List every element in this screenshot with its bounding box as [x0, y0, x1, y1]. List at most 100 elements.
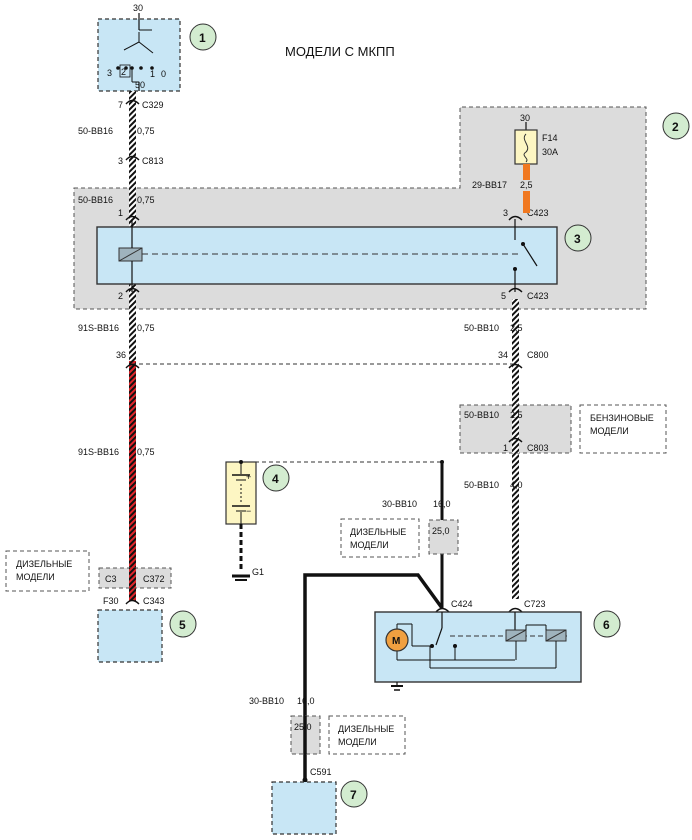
- callout-4: 4: [262, 464, 290, 492]
- ground-g1-icon: [232, 574, 250, 581]
- wire9-size: 16,0: [433, 499, 451, 509]
- g1-label: G1: [252, 567, 264, 577]
- diesel-note1-line2: МОДЕЛИ: [350, 540, 389, 550]
- f30-label: F30: [103, 596, 119, 606]
- diesel-size-box-1: [428, 519, 459, 555]
- relay-pin2: 2: [118, 291, 123, 301]
- c423-bottom-label: C423: [527, 291, 549, 301]
- relay-pin3: 3: [503, 208, 508, 218]
- relay-pin5: 5: [501, 291, 506, 301]
- relay-pin5-arc: [508, 287, 523, 293]
- diesel-note1-line1: ДИЗЕЛЬНЫЕ: [350, 527, 406, 537]
- wire1-size: 0,75: [137, 126, 155, 136]
- fuse-f14[interactable]: [514, 122, 538, 180]
- c813-pin: 3: [118, 156, 123, 166]
- diesel-note-box-1: [340, 518, 420, 558]
- wire6-code: 50-BB10: [464, 323, 499, 333]
- c372-label: C372: [143, 574, 165, 584]
- diesel-note2-line1: ДИЗЕЛЬНЫЕ: [338, 724, 394, 734]
- ignition-terminal-30: 30: [133, 3, 143, 13]
- c329-pin: 7: [118, 100, 123, 110]
- c424-label: C424: [451, 599, 473, 609]
- starter-motor[interactable]: [374, 611, 582, 691]
- wire2-code: 50-BB16: [78, 195, 113, 205]
- ignition-switch[interactable]: 30 3 2 1 0 50: [97, 3, 181, 92]
- wire5-code: 29-BB17: [472, 180, 507, 190]
- c591-label: C591: [310, 767, 332, 777]
- wire6-size: 2,5: [510, 323, 523, 333]
- module-5[interactable]: [97, 609, 163, 663]
- battery-plus: +: [246, 472, 251, 482]
- wire8-size: 4,0: [510, 480, 523, 490]
- callout-1: 1: [189, 23, 217, 51]
- connector-c329-arc: [125, 99, 140, 105]
- wire8-code: 50-BB10: [464, 480, 499, 490]
- fuse-supply: 30: [520, 113, 530, 123]
- callout-2: 2: [662, 112, 690, 140]
- wire-91s-bb16-box: [129, 568, 136, 588]
- cable-to-c591: [303, 573, 444, 786]
- svg-text:2: 2: [672, 120, 679, 134]
- diesel-note-box-2: [328, 715, 406, 755]
- callout-5: 5: [169, 610, 197, 638]
- c803-label: C803: [527, 443, 549, 453]
- connector-c813-arc: [125, 155, 140, 161]
- wire3-code: 91S-BB16: [78, 323, 119, 333]
- svg-text:7: 7: [350, 788, 357, 802]
- wire10-alt-size: 25,0: [294, 722, 312, 732]
- c800-left-arc: [125, 363, 140, 369]
- diagram-title: МОДЕЛИ С МКПП: [285, 44, 395, 59]
- c591-dot: [302, 777, 308, 783]
- ignition-terminal-50: 50: [135, 80, 145, 90]
- c423-top-label: C423: [527, 208, 549, 218]
- svg-text:3: 3: [574, 232, 581, 246]
- wire3-size: 0,75: [137, 323, 155, 333]
- petrol-note-line1: БЕНЗИНОВЫЕ: [590, 413, 654, 423]
- starter-relay[interactable]: [96, 219, 558, 292]
- svg-text:5: 5: [179, 618, 186, 632]
- svg-text:4: 4: [272, 472, 279, 486]
- c723-arc: [508, 607, 523, 613]
- wire4-size: 0,75: [137, 447, 155, 457]
- wire1-code: 50-BB16: [78, 126, 113, 136]
- diesel-note3-line2: МОДЕЛИ: [16, 572, 55, 582]
- wire7-size: 2,5: [510, 410, 523, 420]
- ignition-pos-3: 3: [107, 68, 112, 78]
- c800-label: C800: [527, 350, 549, 360]
- diesel-note3-line1: ДИЗЕЛЬНЫЕ: [16, 559, 72, 569]
- wire-29-bb17: [523, 191, 530, 213]
- petrol-note-line2: МОДЕЛИ: [590, 426, 629, 436]
- c800-right-pin: 34: [498, 350, 508, 360]
- battery[interactable]: [225, 461, 257, 525]
- c800-left-pin: 36: [116, 350, 126, 360]
- c329-label: C329: [142, 100, 164, 110]
- battery-terminal-dot: [239, 460, 243, 464]
- wire10-size: 16,0: [297, 696, 315, 706]
- wire9-code: 30-BB10: [382, 499, 417, 509]
- relay-pin1-arc: [125, 215, 140, 221]
- callout-7: 7: [340, 780, 368, 808]
- c723-label: C723: [524, 599, 546, 609]
- wire9-alt-size: 25,0: [432, 526, 450, 536]
- c803-pin: 1: [503, 443, 508, 453]
- wire5-size: 2,5: [520, 180, 533, 190]
- wire7-code: 50-BB10: [464, 410, 499, 420]
- c803-arc: [508, 437, 523, 443]
- module-7[interactable]: [271, 781, 337, 835]
- wire-50-bb10-petrol: [512, 405, 519, 453]
- wire10-code: 30-BB10: [249, 696, 284, 706]
- svg-text:1: 1: [199, 31, 206, 45]
- wire2-size: 0,75: [137, 195, 155, 205]
- diesel-note-box-3: [5, 550, 90, 592]
- c343-label: C343: [143, 596, 165, 606]
- callout-6: 6: [593, 610, 621, 638]
- c343-arc: [125, 599, 140, 605]
- fuse-name: F14: [542, 133, 558, 143]
- c813-label: C813: [142, 156, 164, 166]
- fuse-rating: 30A: [542, 147, 558, 157]
- petrol-note-box: [579, 404, 667, 454]
- relay-pin3-arc: [508, 215, 523, 221]
- wire-91s-bb16: [129, 361, 136, 601]
- c800-right-arc: [508, 363, 523, 369]
